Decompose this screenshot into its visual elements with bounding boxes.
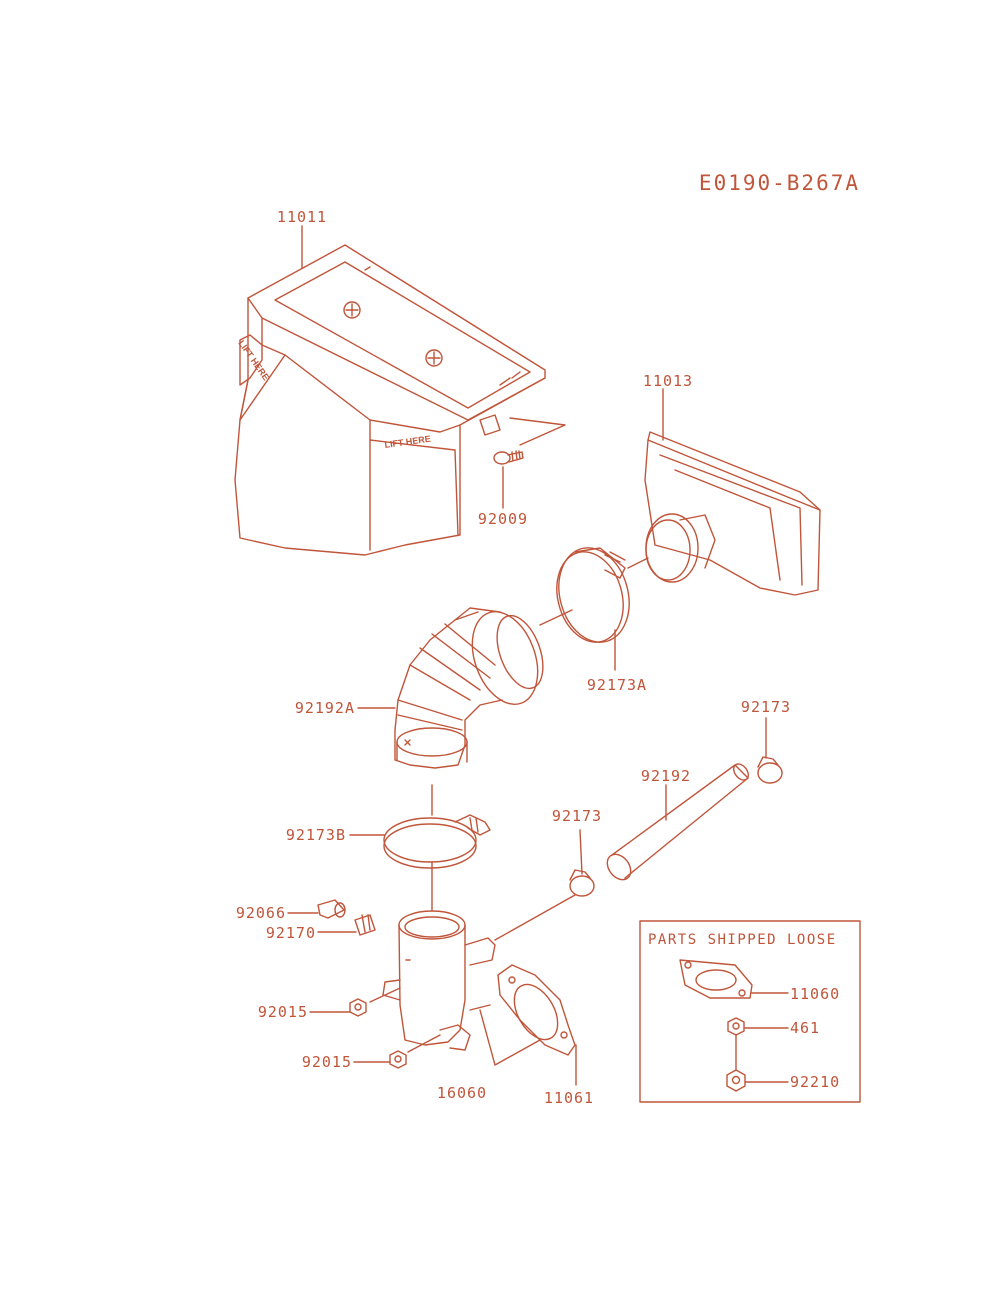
callout-92015-a: 92015 xyxy=(258,1003,308,1021)
nut-part-b xyxy=(389,1050,407,1069)
callout-92173-mid: 92173 xyxy=(552,807,602,825)
leader-lines xyxy=(287,225,767,1086)
nut-part-a xyxy=(349,998,367,1017)
air-filter-element-part xyxy=(644,431,821,596)
hose-clamp-b-part xyxy=(383,814,491,869)
callout-11060: 11060 xyxy=(790,985,840,1003)
callout-11013: 11013 xyxy=(643,372,693,390)
parts-shipped-loose-title: PARTS SHIPPED LOOSE xyxy=(648,932,837,948)
elbow-hose-part xyxy=(394,607,544,769)
callout-92192a: 92192A xyxy=(295,699,355,717)
small-clamp-right-part xyxy=(757,756,783,784)
diagram-code: E0190-B267A xyxy=(699,171,860,195)
callout-92170: 92170 xyxy=(266,924,316,942)
callout-16060: 16060 xyxy=(437,1084,487,1102)
tube-part xyxy=(382,910,496,1051)
callout-92015-b: 92015 xyxy=(302,1053,352,1071)
screw-part xyxy=(493,450,524,465)
callout-92192: 92192 xyxy=(641,767,691,785)
callout-92173a: 92173A xyxy=(587,676,647,694)
callout-92173-right: 92173 xyxy=(741,698,791,716)
air-cleaner-cover-part xyxy=(234,244,546,556)
callout-92173b: 92173B xyxy=(286,826,346,844)
parts-shipped-loose-box xyxy=(639,920,861,1103)
breather-hose-part xyxy=(606,763,749,881)
callout-92009: 92009 xyxy=(478,510,528,528)
lift-here-stencil-side: LIFT HERE xyxy=(236,338,271,382)
hose-clamp-a-part xyxy=(556,547,630,643)
gasket-part xyxy=(497,964,576,1056)
callout-11011: 11011 xyxy=(277,208,327,226)
callout-92066: 92066 xyxy=(236,904,286,922)
cap-part xyxy=(317,899,346,919)
callout-92210: 92210 xyxy=(790,1073,840,1091)
clip-part xyxy=(354,914,376,936)
small-clamp-mid-part xyxy=(569,869,595,897)
callout-461: 461 xyxy=(790,1019,820,1037)
lift-here-stencil-front: LIFT HERE xyxy=(384,434,431,450)
callout-11061: 11061 xyxy=(544,1089,594,1107)
